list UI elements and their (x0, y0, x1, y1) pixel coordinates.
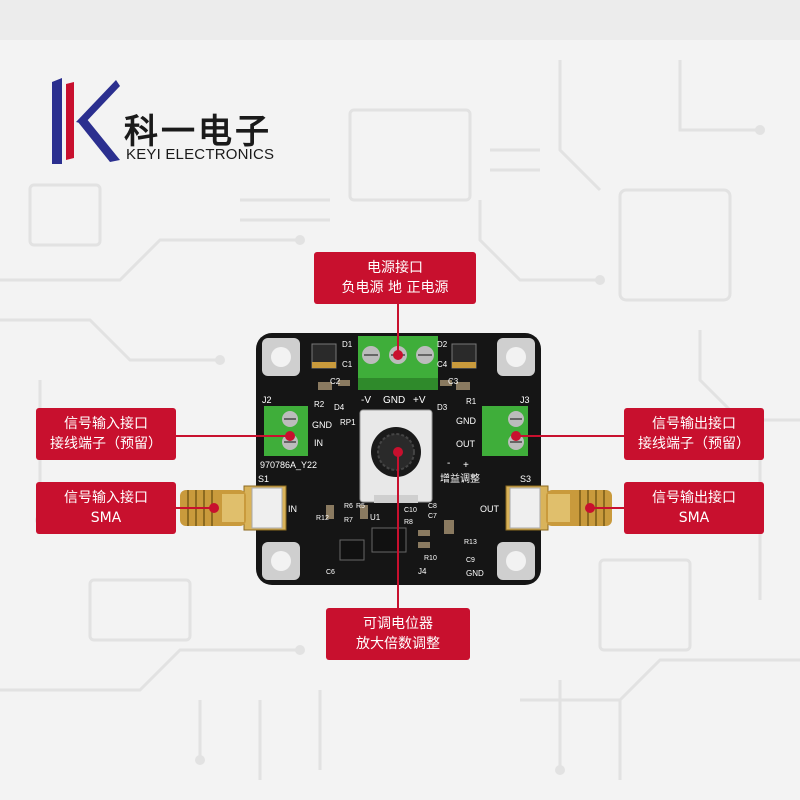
silk-r6: R6 (344, 503, 353, 510)
silk-model: 970786A_Y22 (260, 460, 317, 470)
output-sma-callout-desc: SMA (678, 510, 710, 526)
brand-name-en: KEYI ELECTRONICS (126, 146, 275, 163)
input-terminal-callout-title: 信号输入接口 (64, 416, 148, 432)
silk-u1: U1 (370, 513, 381, 522)
silk-s3: S3 (520, 474, 531, 484)
silk-rp1: RP1 (340, 418, 356, 427)
silk-s1: S1 (258, 474, 269, 484)
keyi-logo-icon (52, 78, 120, 164)
silk-r1: R1 (466, 397, 477, 406)
silk-j4: J4 (418, 567, 427, 576)
output-terminal-callout: 信号输出接口 接线端子（预留） (624, 408, 764, 460)
silk-gnd-top: GND (383, 395, 405, 406)
output-terminal (482, 406, 528, 456)
silk-c4: C4 (437, 360, 448, 369)
output-terminal-callout-title: 信号输出接口 (652, 416, 736, 432)
silk-in-sma: IN (288, 504, 297, 514)
silk-d3: D3 (437, 403, 448, 412)
silk-c7: C7 (428, 513, 437, 520)
power-terminal (358, 336, 438, 390)
silk-c2: C2 (330, 377, 341, 386)
silk-gnd-bottom: GND (466, 569, 484, 578)
silk-gnd-left: GND (312, 420, 333, 430)
input-terminal-callout: 信号输入接口 接线端子（预留） (36, 408, 176, 460)
silk-minus-v: -V (361, 395, 371, 406)
silk-c9: C9 (466, 557, 475, 564)
silk-d1: D1 (342, 340, 353, 349)
output-sma-callout-title: 信号输出接口 (652, 490, 736, 506)
input-sma-connector (180, 485, 287, 531)
silk-r7: R7 (344, 517, 353, 524)
potentiometer-callout-title: 可调电位器 (363, 616, 433, 632)
input-sma-callout: 信号输入接口 SMA (36, 482, 176, 534)
silk-minus: - (447, 458, 450, 469)
silk-d4: D4 (334, 403, 345, 412)
input-terminal (264, 406, 308, 456)
potentiometer-callout-desc: 放大倍数调整 (356, 636, 440, 652)
output-sma-connector (505, 485, 612, 531)
silk-gain-adjust: 增益调整 (440, 472, 480, 485)
silk-r8: R8 (404, 519, 413, 526)
silk-j2: J2 (262, 395, 272, 405)
silk-r5: R5 (356, 503, 365, 510)
silk-r2: R2 (314, 400, 325, 409)
silk-gnd-right: GND (456, 416, 477, 426)
silk-d2: D2 (437, 340, 448, 349)
silk-c1: C1 (342, 360, 353, 369)
silk-c8: C8 (428, 503, 437, 510)
output-terminal-callout-desc: 接线端子（预留） (638, 436, 750, 452)
potentiometer (359, 409, 433, 503)
silk-r10: R10 (424, 555, 437, 562)
power-callout: 电源接口 负电源 地 正电源 (314, 252, 476, 304)
silk-j3: J3 (520, 395, 530, 405)
input-terminal-callout-desc: 接线端子（预留） (50, 436, 162, 452)
silk-c10: C10 (404, 507, 417, 514)
silk-c6: C6 (326, 569, 335, 576)
silk-out-sma: OUT (480, 504, 500, 514)
power-callout-desc: 负电源 地 正电源 (341, 280, 449, 296)
silk-out-right: OUT (456, 439, 476, 449)
silk-plus-v: +V (413, 395, 426, 406)
silk-r12: R12 (316, 515, 329, 522)
silkscreen: -V GND +V J2 J3 GND IN GND OUT 970786A_Y… (258, 340, 531, 578)
silk-plus: + (463, 460, 469, 471)
output-sma-callout: 信号输出接口 SMA (624, 482, 764, 534)
input-sma-callout-desc: SMA (90, 510, 122, 526)
input-sma-callout-title: 信号输入接口 (64, 490, 148, 506)
power-callout-title: 电源接口 (367, 260, 423, 276)
mounting-holes (262, 338, 535, 580)
silk-c3: C3 (448, 377, 459, 386)
brand-name-cn: 科一电子 (124, 112, 272, 152)
potentiometer-callout: 可调电位器 放大倍数调整 (326, 608, 470, 660)
silk-r13: R13 (464, 539, 477, 546)
silk-in-left: IN (314, 438, 323, 448)
smd-components (311, 343, 477, 561)
